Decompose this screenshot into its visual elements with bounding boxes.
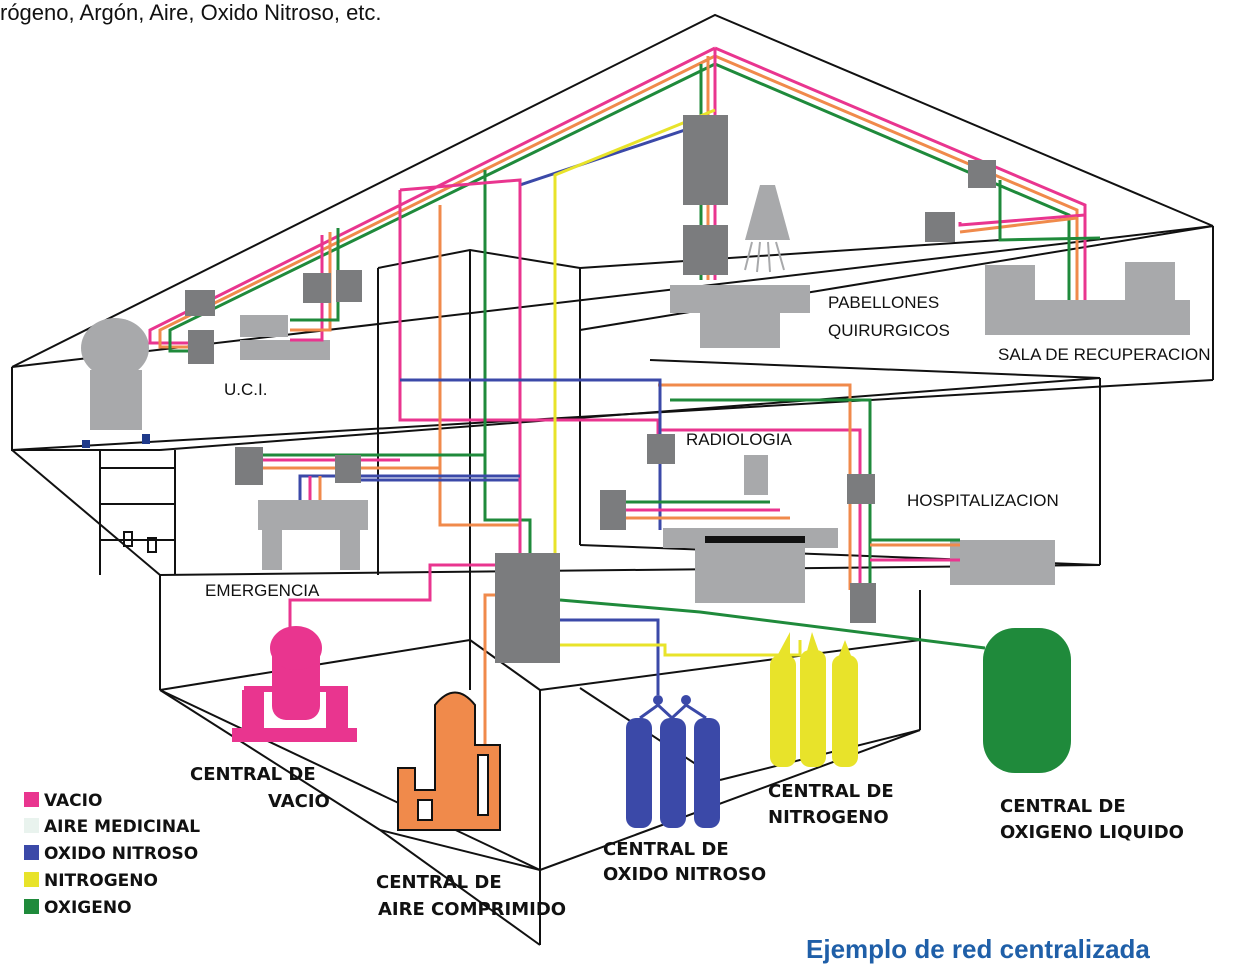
terminal-box: [683, 115, 728, 205]
legend: VACIO AIRE MEDICINAL OXIDO NITROSO NITRO…: [24, 791, 200, 918]
legend-label-aire-medicinal: AIRE MEDICINAL: [44, 817, 200, 837]
legend-label-vacio: VACIO: [44, 791, 102, 811]
recovery-bed-icon: [985, 265, 1035, 305]
terminal-box: [336, 270, 362, 302]
area-label-uci: U.C.I.: [224, 380, 267, 399]
legend-swatch-oxido-nitroso: [24, 845, 39, 860]
terminal-box: [925, 212, 955, 242]
terminal-box: [683, 225, 728, 275]
bed-head-icon: [240, 315, 288, 337]
valve-icon: [142, 434, 150, 444]
operating-table-icon: [670, 285, 810, 313]
central-nitrogeno-icon: [770, 632, 858, 767]
central-nitrogeno-label-1: CENTRAL DE: [768, 781, 894, 802]
valve-icon: [82, 440, 90, 448]
xray-tube-icon: [744, 455, 768, 495]
area-label-sala-recuperacion: SALA DE RECUPERACION: [998, 345, 1211, 364]
recovery-bed-icon: [1125, 262, 1175, 302]
emergency-table-icon: [258, 500, 368, 530]
central-oxigeno-label-1: CENTRAL DE: [1000, 796, 1126, 817]
legend-label-oxido-nitroso: OXIDO NITROSO: [44, 844, 198, 864]
central-oxido-label-1: CENTRAL DE: [603, 839, 729, 860]
legend-swatch-aire-medicinal: [24, 818, 39, 833]
central-vacio-icon: [232, 626, 357, 742]
legend-label-nitrogeno: NITROGENO: [44, 871, 158, 891]
terminal-box: [185, 290, 215, 316]
terminal-box: [335, 455, 361, 483]
central-vacio-label-2: VACIO: [268, 791, 330, 812]
area-label-emergencia: EMERGENCIA: [205, 581, 320, 600]
uci-bed-icon: [240, 340, 330, 360]
terminal-box: [303, 273, 331, 303]
central-nitrogeno-label-2: NITROGENO: [768, 807, 889, 828]
terminal-box: [647, 434, 675, 464]
central-aire-label-1: CENTRAL DE: [376, 872, 502, 893]
xray-plate-icon: [705, 536, 805, 543]
central-distribution-box: [495, 553, 560, 663]
terminal-box: [600, 490, 626, 530]
terminal-box: [235, 447, 263, 485]
terminal-box: [968, 160, 996, 188]
area-label-radiologia: RADIOLOGIA: [686, 430, 792, 449]
monitor-icon: [81, 318, 149, 378]
central-oxido-nitroso-icon: [626, 695, 720, 828]
terminal-box: [188, 330, 214, 364]
legend-label-oxigeno: OXIGENO: [44, 898, 132, 918]
diagram-caption: Ejemplo de red centralizada: [806, 934, 1150, 965]
central-oxigeno-label-2: OXIGENO LIQUIDO: [1000, 822, 1184, 843]
area-label-pabellones: PABELLONES: [828, 293, 939, 312]
legend-swatch-nitrogeno: [24, 872, 39, 887]
legend-swatch-oxigeno: [24, 899, 39, 914]
console-icon: [90, 370, 142, 430]
central-vacio-label-1: CENTRAL DE: [190, 764, 316, 785]
central-oxido-label-2: OXIDO NITROSO: [603, 864, 766, 885]
hospital-bed-icon: [950, 540, 1055, 585]
terminal-box: [847, 474, 875, 504]
surgical-lamp-icon: [745, 185, 790, 240]
area-label-quirurgicos: QUIRURGICOS: [828, 321, 950, 340]
central-oxigeno-liquido-icon: [983, 628, 1071, 773]
central-aire-label-2: AIRE COMPRIMIDO: [378, 899, 566, 920]
area-label-hospitalizacion: HOSPITALIZACION: [907, 491, 1059, 510]
legend-swatch-vacio: [24, 792, 39, 807]
terminal-box: [850, 583, 876, 623]
